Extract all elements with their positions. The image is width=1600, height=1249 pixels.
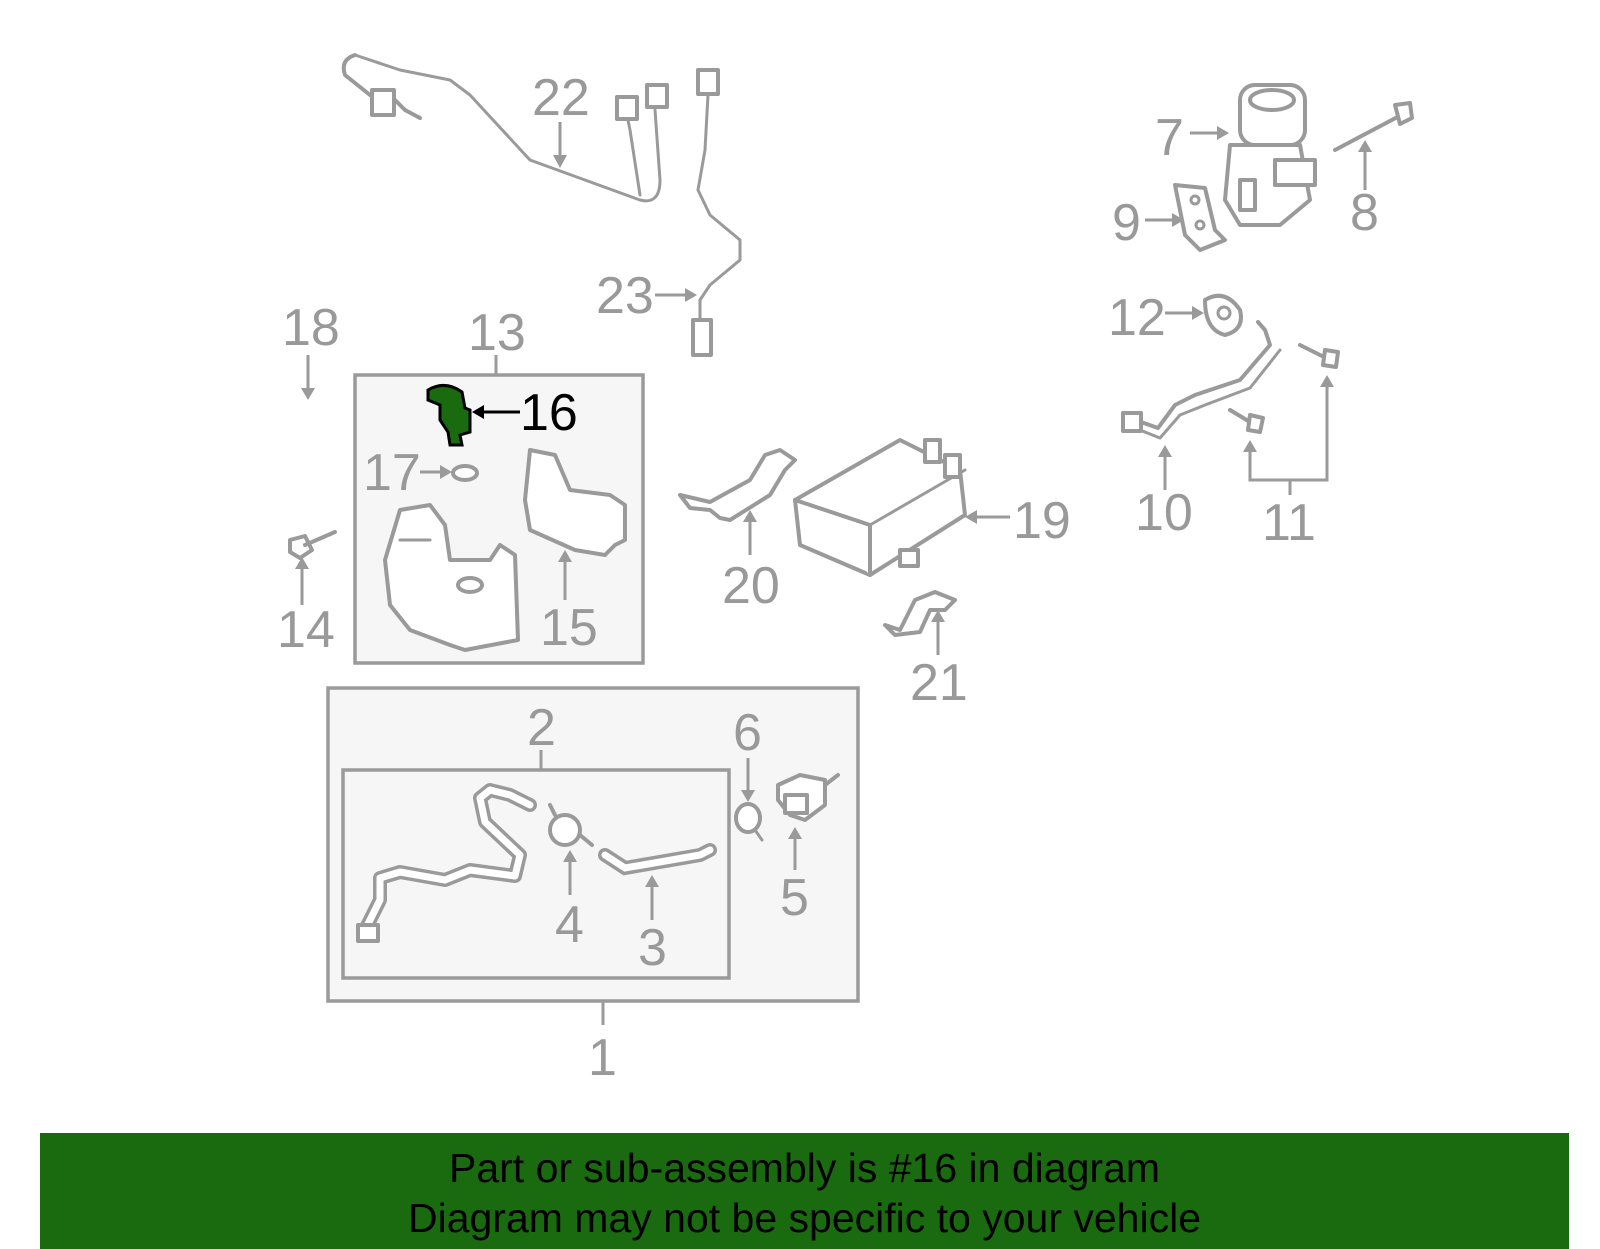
callout-16: 16 (520, 384, 578, 442)
part-7-egr-valve[interactable] (1223, 83, 1317, 227)
callout-11: 11 (1262, 494, 1316, 552)
callout-7-group: 7 (1155, 109, 1229, 167)
part-16-highlighted-valve[interactable] (426, 384, 472, 447)
part-11-bolts[interactable] (1228, 343, 1340, 434)
part-15-cover[interactable] (523, 448, 627, 557)
callout-19: 19 (1013, 492, 1071, 550)
callout-14-group: 14 (277, 557, 335, 659)
part-4-valve[interactable] (548, 803, 594, 847)
callout-21: 21 (910, 654, 968, 712)
callout-4-group: 4 (555, 850, 584, 954)
callout-3: 3 (638, 919, 667, 977)
callout-17: 17 (363, 444, 421, 502)
banner-line-1: Part or sub-assembly is #16 in diagram (449, 1145, 1160, 1191)
part-21-bracket[interactable] (883, 590, 957, 637)
callout-6-group: 6 (733, 704, 762, 802)
callout-18-group: 18 (282, 299, 340, 400)
callout-21-group: 21 (910, 610, 968, 712)
callout-1-group: 1 (588, 1001, 617, 1087)
callout-9: 9 (1112, 194, 1141, 252)
callout-7: 7 (1155, 109, 1184, 167)
part-14-bolt[interactable] (288, 530, 337, 560)
callout-13-group: 13 (468, 304, 526, 375)
part-23-o2-sensor[interactable] (691, 68, 742, 357)
callout-15-group: 15 (540, 550, 598, 657)
part-3-hose[interactable] (598, 843, 717, 876)
part-13-housing[interactable] (383, 503, 520, 652)
info-banner: Part or sub-assembly is #16 in diagram D… (40, 1133, 1569, 1249)
callout-8-group: 8 (1350, 140, 1379, 242)
part-5-solenoid-valve[interactable] (776, 773, 840, 822)
callout-23: 23 (596, 267, 654, 325)
callout-1: 1 (588, 1029, 617, 1087)
callout-3-group: 3 (638, 875, 667, 977)
callout-17-group: 17 (363, 444, 452, 502)
callout-19-group: 19 (965, 492, 1071, 550)
part-20-bracket[interactable] (678, 448, 797, 522)
part-2-vacuum-hose[interactable] (356, 783, 537, 943)
callout-10-group: 10 (1135, 445, 1193, 542)
part-17-o-ring[interactable] (451, 464, 479, 482)
callout-20: 20 (722, 557, 780, 615)
part-10-egr-pipe[interactable] (1121, 320, 1282, 440)
callout-5: 5 (780, 869, 809, 927)
parts-diagram: 22 23 7 8 9 (244, 53, 1414, 1087)
callout-10: 10 (1135, 484, 1193, 542)
part-12-gasket[interactable] (1203, 293, 1243, 337)
callout-8: 8 (1350, 184, 1379, 242)
callout-2: 2 (527, 699, 556, 757)
part-9-gasket[interactable] (1173, 183, 1227, 252)
callout-15: 15 (540, 599, 598, 657)
part-6-clamp[interactable] (734, 802, 764, 842)
callout-2-group: 2 (527, 699, 556, 770)
callout-5-group: 5 (780, 827, 809, 927)
callout-20-group: 20 (722, 510, 780, 615)
callout-11-group: 11 (1243, 375, 1334, 552)
part-19-canister[interactable] (793, 438, 967, 577)
callout-23-group: 23 (596, 267, 697, 325)
callout-12-group: 12 (1108, 289, 1204, 347)
callout-13: 13 (468, 304, 526, 362)
callout-18: 18 (282, 299, 340, 357)
callout-16-group: 16 (472, 384, 578, 442)
part-8-bolt[interactable] (1333, 101, 1414, 152)
part-22-sensor-harness[interactable] (341, 53, 669, 203)
callout-14: 14 (277, 601, 335, 659)
callout-4: 4 (555, 896, 584, 954)
callout-12: 12 (1108, 289, 1166, 347)
callout-22-group: 22 (532, 69, 590, 168)
part-18-hose[interactable] (244, 404, 329, 514)
banner-line-2: Diagram may not be specific to your vehi… (407, 1195, 1201, 1241)
callout-9-group: 9 (1112, 194, 1184, 252)
callout-22: 22 (532, 69, 590, 127)
callout-6: 6 (733, 704, 762, 762)
